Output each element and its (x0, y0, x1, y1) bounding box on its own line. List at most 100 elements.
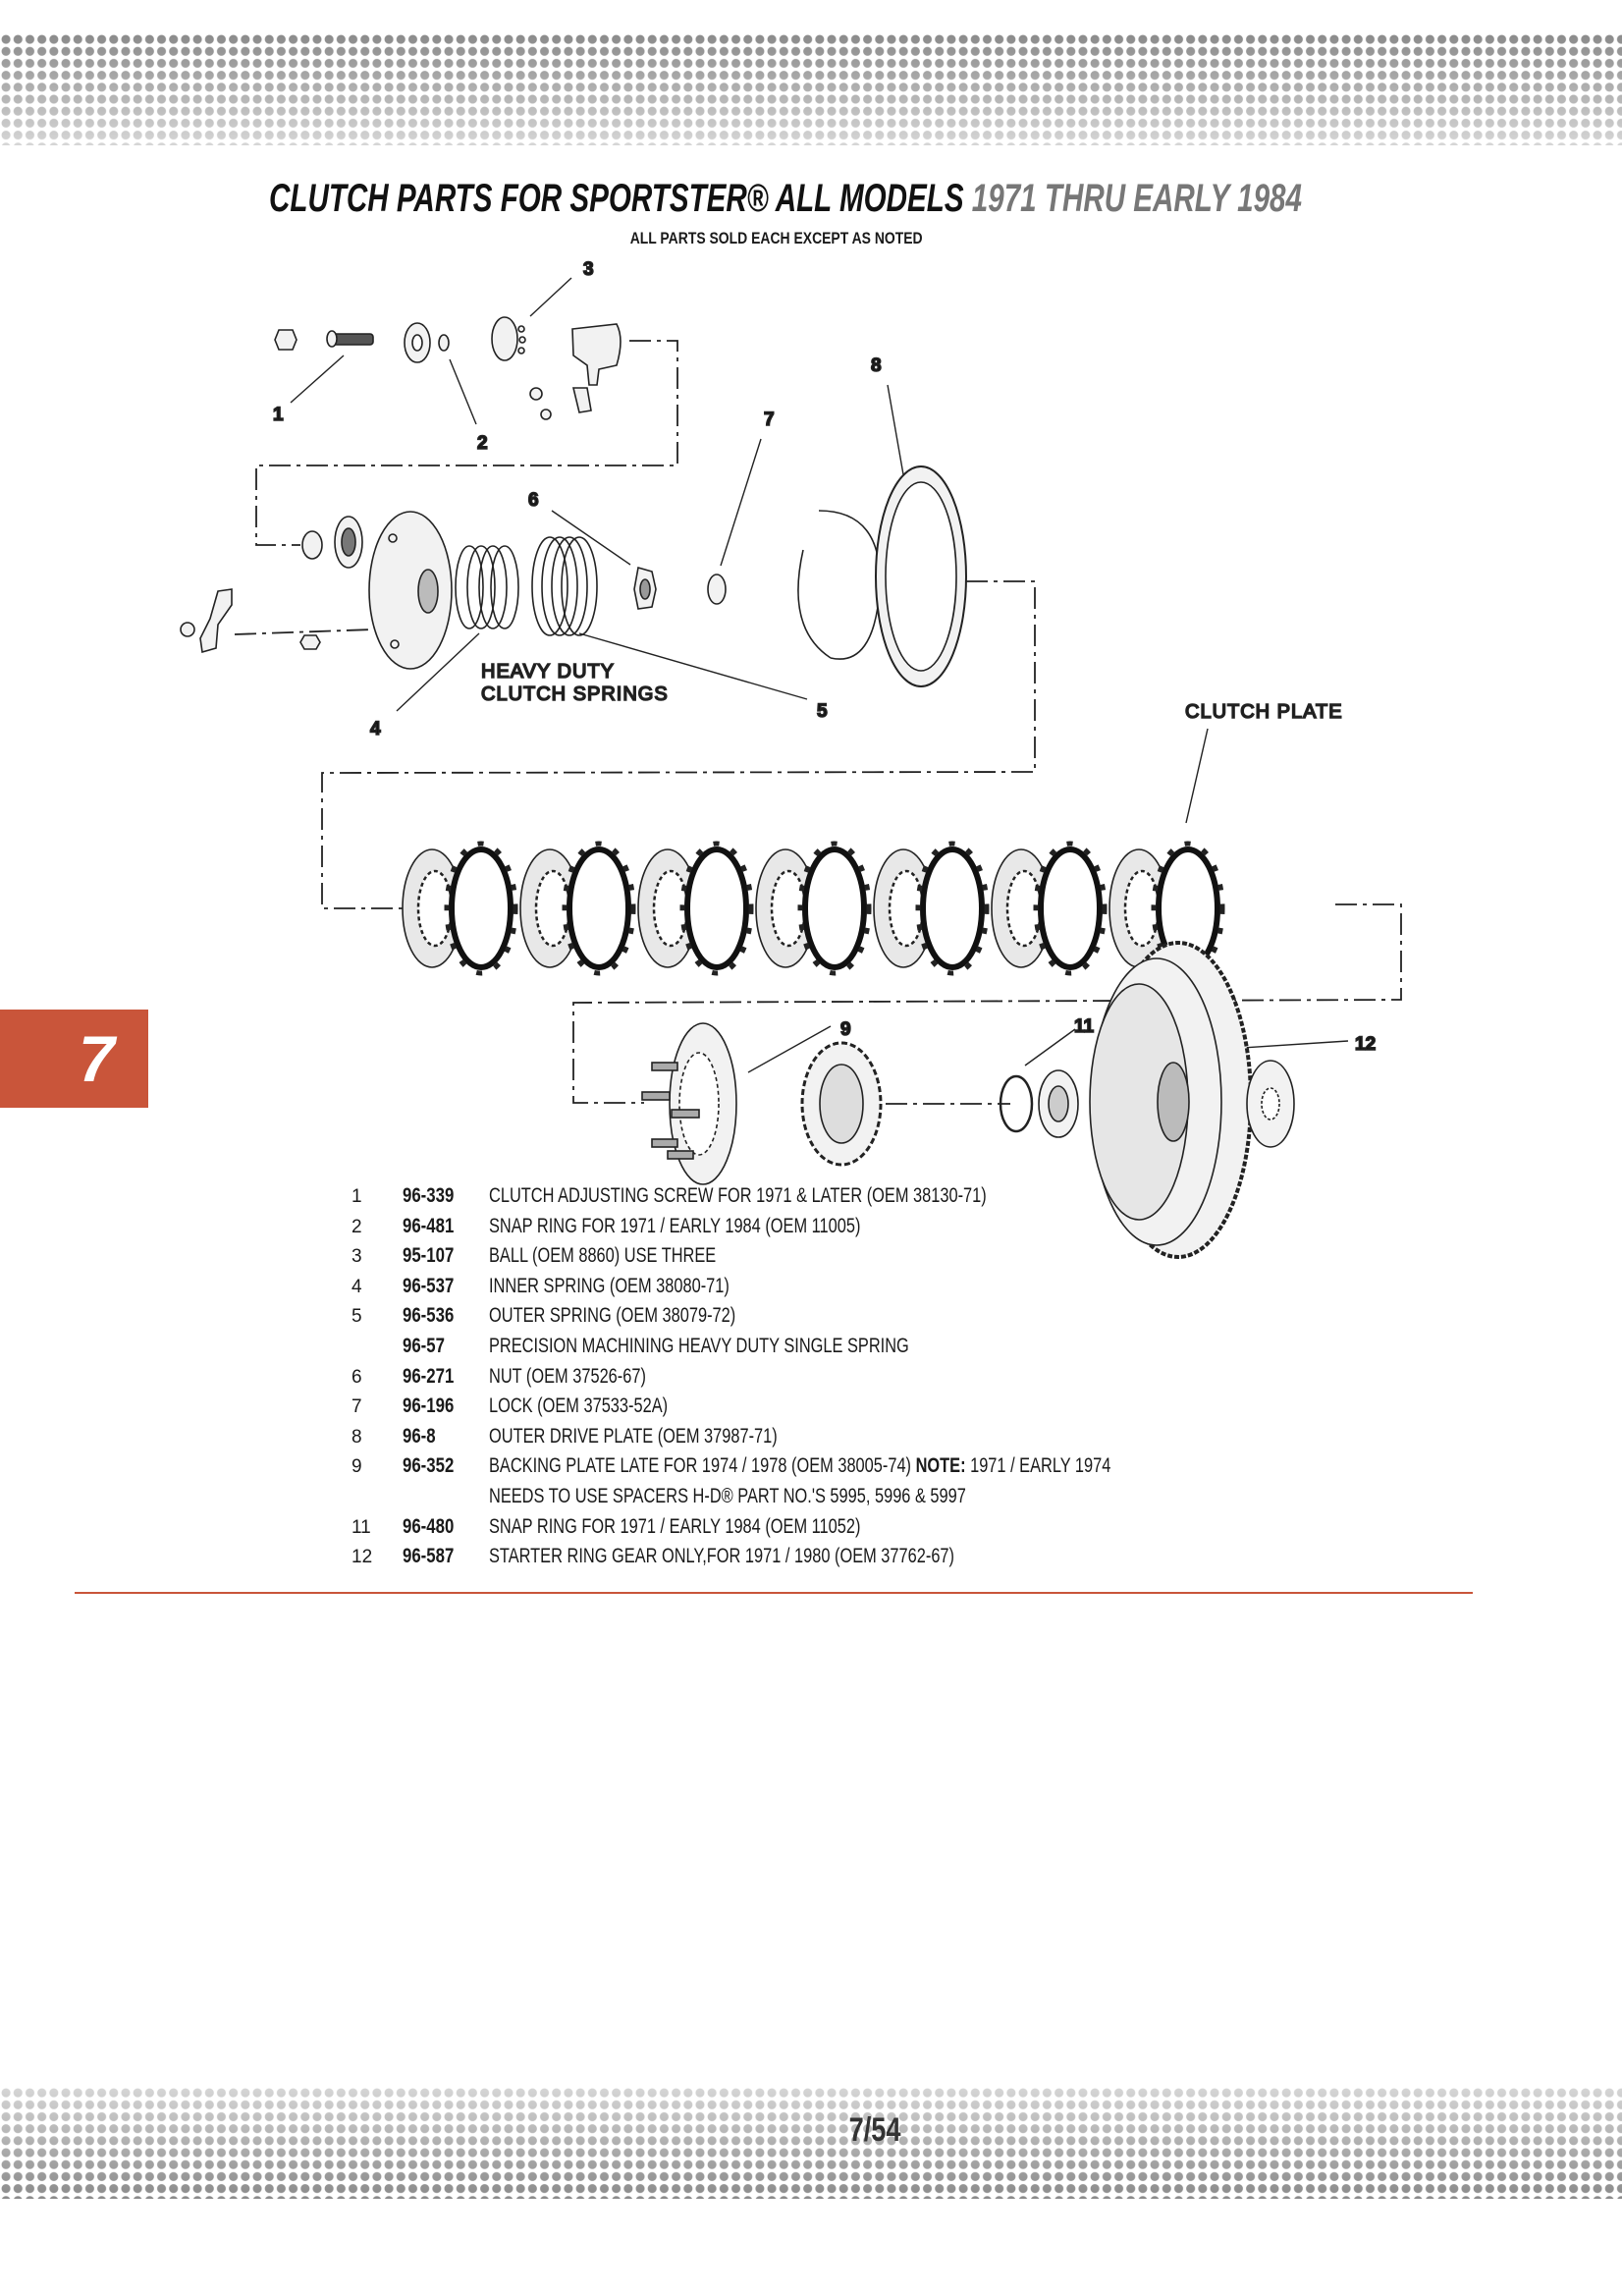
description-text: OUTER SPRING (OEM 38079-72) (489, 1304, 736, 1328)
description-text: NEEDS TO USE SPACERS H-D® PART NO.'S 599… (489, 1484, 966, 1507)
description-text: CLUTCH ADJUSTING SCREW FOR 1971 & LATER … (489, 1184, 987, 1207)
description-text: BALL (OEM 8860) USE THREE (489, 1244, 717, 1268)
part-number: 96-8 (403, 1424, 436, 1448)
ball-plate-part (491, 316, 518, 361)
callout-11: 11 (1074, 1016, 1095, 1037)
part-number: 96-352 (403, 1454, 455, 1478)
steel-plate (802, 847, 867, 970)
connector-lines (234, 340, 1402, 1105)
steel-plate-tabs (562, 841, 636, 976)
part-number: 96-196 (403, 1394, 455, 1418)
chapter-tab[interactable]: 7 (0, 1010, 148, 1108)
part-number: 96-481 (403, 1214, 455, 1237)
part-number: 96-587 (403, 1545, 455, 1568)
snap-ring-part (438, 334, 450, 352)
description-text: PRECISION MACHINING HEAVY DUTY SINGLE SP… (489, 1334, 909, 1357)
outer-spring-part (531, 536, 598, 636)
callout-2: 2 (477, 433, 488, 454)
description-text: SNAP RING FOR 1971 / EARLY 1984 (OEM 110… (489, 1514, 861, 1538)
callout-1: 1 (273, 405, 284, 425)
snap-ring-large-part (797, 510, 881, 660)
part-description: SNAP RING FOR 1971 / EARLY 1984 (OEM 110… (489, 1215, 860, 1238)
description-text: STARTER RING GEAR ONLY,FOR 1971 / 1980 (… (489, 1545, 954, 1568)
clutch-plate-stack (402, 841, 1225, 976)
item-number: 9 (351, 1456, 362, 1478)
part-description: CLUTCH ADJUSTING SCREW FOR 1971 & LATER … (489, 1184, 987, 1208)
part-description: BALL (OEM 8860) USE THREE (489, 1244, 716, 1268)
dot-pattern-header (0, 33, 1622, 145)
part-description: SNAP RING FOR 1971 / EARLY 1984 (OEM 110… (489, 1515, 860, 1539)
part-number: 95-107 (403, 1244, 455, 1268)
description-text: NUT (OEM 37526-67) (489, 1364, 646, 1388)
release-lever-part (571, 323, 622, 386)
steel-plate-tabs (915, 841, 990, 976)
callout-6: 6 (528, 490, 539, 511)
title-years: 1971 THRU EARLY 1984 (971, 177, 1302, 220)
page-subtitle: ALL PARTS SOLD EACH EXCEPT AS NOTED (0, 229, 1553, 248)
part-description: OUTER DRIVE PLATE (OEM 37987-71) (489, 1425, 778, 1449)
steel-plate (567, 847, 631, 970)
part-description: LOCK (OEM 37533-52A) (489, 1394, 668, 1418)
callout-12: 12 (1355, 1034, 1376, 1055)
lock-part (707, 574, 727, 605)
callout-8: 8 (871, 355, 882, 376)
label-heavy-duty: HEAVY DUTY (481, 661, 615, 683)
nut-part (274, 329, 297, 351)
leader-lines (290, 277, 1349, 1073)
description-text: INNER SPRING (OEM 38080-71) (489, 1274, 730, 1297)
item-number: 7 (351, 1396, 362, 1418)
item-number: 11 (351, 1516, 371, 1538)
part-description: INNER SPRING (OEM 38080-71) (489, 1275, 730, 1298)
part-number: 96-339 (403, 1184, 455, 1207)
clutch-hub-assembly (641, 941, 1295, 1259)
pressure-plate-part (368, 511, 453, 670)
part-description: PRECISION MACHINING HEAVY DUTY SINGLE SP… (489, 1335, 909, 1358)
steel-plate (449, 847, 514, 970)
part-number: 96-57 (403, 1334, 445, 1357)
steel-plate-tabs (797, 841, 872, 976)
item-number: 3 (351, 1246, 362, 1268)
callout-9: 9 (840, 1019, 851, 1040)
callout-4: 4 (370, 719, 381, 739)
callout-7: 7 (764, 410, 775, 430)
subtitle-text: ALL PARTS SOLD EACH EXCEPT AS NOTED (630, 229, 923, 247)
description-text: BACKING PLATE LATE FOR 1974 / 1978 (OEM … (489, 1454, 912, 1478)
label-clutch-springs: CLUTCH SPRINGS (481, 683, 669, 705)
steel-plate-tabs (444, 841, 518, 976)
part-number: 96-271 (403, 1364, 455, 1388)
part-description: NEEDS TO USE SPACERS H-D® PART NO.'S 599… (489, 1485, 966, 1508)
part-number: 96-480 (403, 1514, 455, 1538)
section-divider (75, 1592, 1473, 1594)
description-text: LOCK (OEM 37533-52A) (489, 1394, 669, 1418)
snap-ring-11-part (999, 1074, 1034, 1133)
steel-plate (920, 847, 985, 970)
callout-5: 5 (817, 701, 828, 722)
steel-plate (1038, 847, 1103, 970)
part-number: 96-536 (403, 1304, 455, 1328)
part-description: STARTER RING GEAR ONLY,FOR 1971 / 1980 (… (489, 1545, 954, 1568)
part-description: BACKING PLATE LATE FOR 1974 / 1978 (OEM … (489, 1454, 1110, 1478)
stud-parts (641, 1062, 700, 1160)
note-text: 1971 / EARLY 1974 (970, 1454, 1111, 1478)
item-number: 8 (351, 1426, 362, 1448)
item-number: 2 (351, 1216, 362, 1237)
part-number: 96-537 (403, 1274, 455, 1297)
note-label: NOTE: (915, 1454, 966, 1478)
pressure-plate-assembly (180, 465, 967, 687)
steel-plate-tabs (1033, 841, 1108, 976)
item-number: 1 (351, 1186, 362, 1207)
part-description: OUTER SPRING (OEM 38079-72) (489, 1304, 735, 1328)
part-description: NUT (OEM 37526-67) (489, 1365, 646, 1389)
page-number: 7/54 (848, 2111, 901, 2149)
item-number: 5 (351, 1306, 362, 1328)
adjusting-screw-part (331, 333, 374, 346)
adjusting-screw-assembly (274, 316, 622, 420)
inner-spring-part (455, 545, 519, 629)
item-number: 4 (351, 1276, 362, 1297)
callout-3: 3 (583, 259, 594, 280)
item-number: 6 (351, 1366, 362, 1388)
steel-plate (684, 847, 749, 970)
title-main: CLUTCH PARTS FOR SPORTSTER® ALL MODELS (269, 177, 964, 220)
chapter-number: 7 (79, 1022, 115, 1095)
